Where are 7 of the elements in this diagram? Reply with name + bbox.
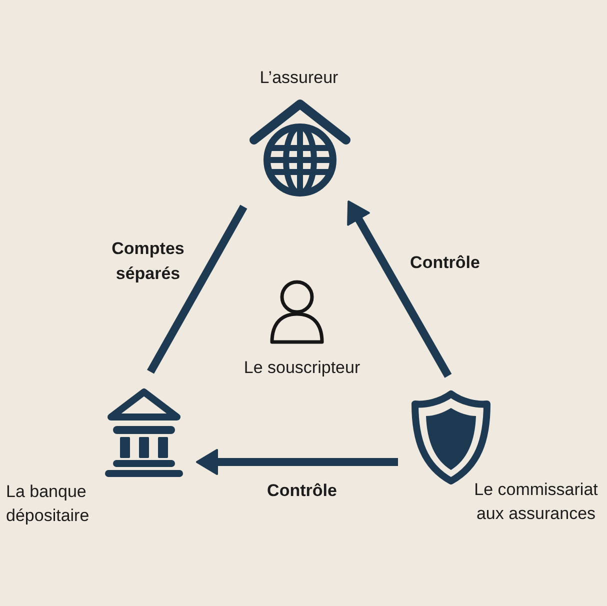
node-label: La banque dépositaire	[6, 481, 90, 527]
arrow	[196, 449, 398, 475]
node-label: Le souscripteur	[244, 357, 360, 379]
node-label: Le commissariat aux assurances	[473, 479, 599, 525]
node-label: L’assureur	[260, 67, 338, 89]
connector-line	[147, 204, 248, 374]
arrow	[347, 200, 452, 378]
